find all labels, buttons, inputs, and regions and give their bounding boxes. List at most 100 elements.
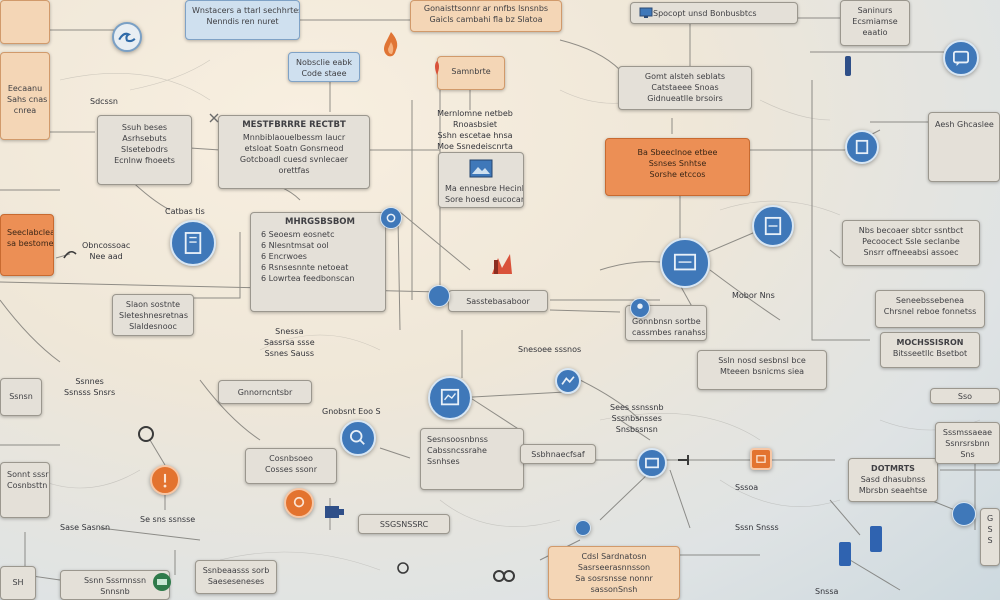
note-line: Sssn Snsss [735, 523, 779, 532]
screen-icon [639, 7, 653, 19]
globe-icon[interactable] [952, 502, 976, 526]
monitor-icon[interactable] [660, 238, 710, 288]
box-title: MHRGSBSBOM [285, 217, 355, 227]
info-box[interactable]: SH [0, 566, 36, 600]
plug-icon [322, 502, 346, 522]
cable-icon [866, 524, 886, 556]
list-box[interactable]: MHRGSBSBOM 6 Seoesm eosnetc 6 Nlesntmsat… [250, 212, 386, 312]
tablet-icon[interactable] [752, 205, 794, 247]
chart-icon[interactable] [428, 376, 472, 420]
info-box[interactable]: Slaon sostnte Sleteshnesretnas Slaldesno… [112, 294, 194, 336]
info-box[interactable]: Sasstebasaboor [448, 290, 548, 312]
box-line: Gomt alsteh seblats [644, 72, 726, 81]
note-line: Mernlomne netbeb [437, 109, 513, 118]
box-line: Ma ennesbre Hecinba [445, 184, 524, 193]
link-icon[interactable] [845, 130, 879, 164]
process-box[interactable]: Eecaanu Sahs cnas ba cnrea [0, 52, 50, 140]
note-line: Catbas tis [165, 207, 205, 216]
info-box[interactable]: Cosnbsoeo Cosses ssonr [245, 448, 337, 484]
pin-icon[interactable] [284, 488, 314, 518]
info-box[interactable]: Nobsclie eabk Code staee [288, 52, 360, 82]
dot-icon[interactable] [428, 285, 450, 307]
tag-icon[interactable] [750, 448, 772, 470]
info-box[interactable]: Sssmssaeae Ssnrsrsbnn Sns [935, 422, 1000, 464]
process-box[interactable]: Samnbrte [437, 56, 505, 90]
box-line: Eecaanu [7, 84, 43, 93]
text-note: Sees ssnssnb Sssnbsnsses Snsbssnsn [610, 402, 664, 435]
info-box[interactable]: Gomt alsteh seblats Catstaeee Snoas Gidn… [618, 66, 752, 110]
list-item: 6 Lowrtea feedbonscan [261, 274, 355, 283]
info-box[interactable]: G S S [980, 508, 1000, 566]
info-box[interactable]: MOCHSSISRON Bitsseetllc Bsetbot [880, 332, 980, 368]
note-line: Sassrsa ssse [264, 338, 315, 347]
note-line: Sdcssn [90, 97, 118, 106]
camera-icon[interactable] [637, 448, 667, 478]
info-box[interactable]: Gonnbnsn sortbe cassmbes ranahss [625, 305, 707, 341]
process-box[interactable]: Gonaisttsonnr ar nnfbs lsnsnbs Gaicls ca… [410, 0, 562, 32]
header-box[interactable]: Spocopt unsd Bonbusbtcs [630, 2, 798, 24]
gear-icon[interactable] [380, 207, 402, 229]
info-box[interactable]: Sonnt sssrncrse Cosnbsttn [0, 462, 50, 518]
info-box[interactable]: Sso [930, 388, 1000, 404]
highlight-box[interactable]: Seeclabcleate sa bestomes [0, 214, 54, 276]
box-line: G [987, 514, 994, 523]
info-box[interactable]: Aesh Ghcaslee [928, 112, 1000, 182]
info-box[interactable]: Ssnbeaasss sorb Saeseseneses [195, 560, 277, 594]
info-box[interactable]: Ssuh beses Asrhsebuts Slsetebodrs Ecnlnw… [97, 115, 192, 185]
pin-small-icon [432, 60, 442, 76]
info-box[interactable]: Wnstacers a ttarl sechhrtes Nenndis ren … [185, 0, 300, 40]
box-line: Ssnses Snhtse [648, 159, 707, 168]
info-box[interactable]: Ssnn Sssrnnssn Snnsnb [60, 570, 170, 600]
box-line: Catstaeee Snoas [651, 83, 719, 92]
search-icon[interactable] [340, 420, 376, 456]
dot-icon[interactable] [575, 520, 591, 536]
info-box[interactable]: Nbs becoaer sbtcr ssntbct Pecoocect Ssle… [842, 220, 980, 266]
landscape-icon[interactable] [555, 368, 581, 394]
info-box[interactable]: Gnnorncntsbr [218, 380, 312, 404]
user-icon[interactable] [630, 298, 650, 318]
box-line: Gotcboadl cuesd svnlecaer [239, 155, 349, 164]
box-line [935, 141, 993, 152]
info-box[interactable]: Ssbhnaecfsaf [520, 444, 596, 464]
box-line: Sonnt sssrncrse [7, 470, 49, 479]
box-line: cnrea [13, 106, 37, 115]
alert-icon[interactable] [150, 465, 180, 495]
info-box[interactable]: Saninurs Ecsmiamse eaatio [840, 0, 910, 46]
box-line: Ssnhses [427, 457, 460, 466]
note-line: Obncossoac [82, 241, 131, 250]
info-box[interactable]: SSGSNSSRC [358, 514, 450, 534]
process-box[interactable] [0, 0, 50, 44]
box-line: Ssnbeaasss sorb [202, 566, 270, 575]
box-line: Cosses ssonr [264, 465, 318, 474]
box-line [7, 9, 43, 20]
wave-icon[interactable] [112, 22, 142, 52]
text-note: Se sns ssnsse [140, 514, 195, 525]
process-box[interactable]: Cdsl Sardnatosn Sasrseerasnnsson Sa sosr… [548, 546, 680, 600]
image-box[interactable]: Ma ennesbre Hecinba Sore hoesd eucocarus… [438, 152, 524, 208]
list-item: 6 Encrwoes [261, 252, 307, 261]
info-box[interactable]: Ssnsn [0, 378, 42, 416]
box-line: Mteeen bsnicms siea [719, 367, 805, 376]
info-box[interactable]: DOTMRTS Sasd dhasubnss Mbrsbn seaehtse [848, 458, 938, 502]
note-line: Mobor Nns [732, 291, 775, 300]
info-box[interactable]: Seneebssebenea Chrsnel reboe fonnetss [875, 290, 985, 328]
box-line: Wnstacers a ttarl sechhrtes [192, 6, 300, 15]
box-title: MESTFBRRRE RECTBT [242, 120, 346, 130]
text-note: Sssoa [735, 482, 758, 493]
info-box[interactable]: Sesnsoosnbnss Cabssncssrahe Ssnhses [420, 428, 524, 490]
message-icon[interactable] [943, 40, 979, 76]
note-line: Moe Ssnedeiscnrta [437, 142, 513, 151]
document-icon[interactable] [170, 220, 216, 266]
text-note: Snessa Sassrsa ssse Ssnes Sauss [264, 326, 315, 359]
box-line: Ssln nosd sesbnsl bce [718, 356, 806, 365]
box-line: Ba Sbeeclnoe etbee [637, 148, 718, 157]
chart-bar-icon [488, 250, 516, 278]
highlight-box[interactable]: Ba Sbeeclnoe etbee Ssnses Snhtse Sorshe … [605, 138, 750, 196]
main-box[interactable]: MESTFBRRRE RECTBT Mnnbiblaouelbessm lauc… [218, 115, 370, 189]
info-box[interactable]: Ssln nosd sesbnsl bce Mteeen bsnicms sie… [697, 350, 827, 390]
text-note: Mobor Nns [732, 290, 775, 301]
box-line: Seeclabcleate [7, 228, 54, 237]
box-line: Chrsnel reboe fonnetss [883, 307, 977, 316]
box-line: Bitsseetllc Bsetbot [892, 349, 968, 358]
